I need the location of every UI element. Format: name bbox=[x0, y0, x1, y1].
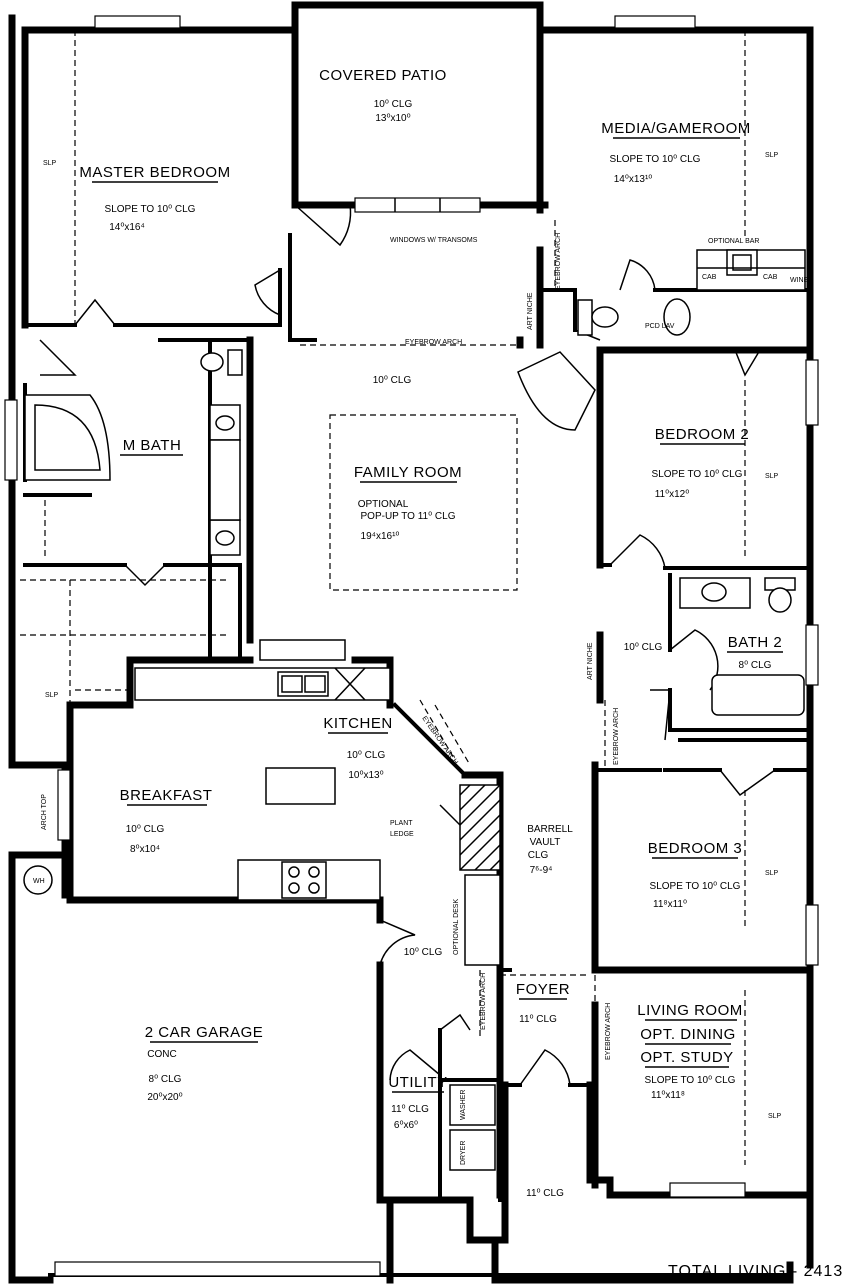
family-room-optional: OPTIONAL bbox=[358, 499, 409, 510]
bedroom-2-size: 11⁰x12⁰ bbox=[655, 489, 690, 500]
bath-2-clg: 8⁰ CLG bbox=[739, 660, 772, 671]
hatch bbox=[459, 784, 501, 871]
utility-name: UTILITY bbox=[388, 1074, 447, 1091]
barrell-vault-size: 7⁶-9⁴ bbox=[530, 865, 553, 876]
living-room-clg: SLOPE TO 10⁰ CLG bbox=[645, 1075, 736, 1086]
plant-ledge-note-1: PLANT bbox=[390, 820, 413, 827]
living-room-alt2: OPT. STUDY bbox=[640, 1049, 733, 1066]
eyebrow-arch-kitchen: EYEBROW ARCH bbox=[420, 715, 459, 766]
bedroom-3-clg: SLOPE TO 10⁰ CLG bbox=[650, 881, 741, 892]
family-room-name: FAMILY ROOM bbox=[354, 464, 462, 481]
family-room-size: 19⁴x16¹⁰ bbox=[361, 531, 400, 542]
art-niche-hall: ART NICHE bbox=[587, 642, 594, 680]
master-bedroom-size: 14⁰x16⁴ bbox=[109, 222, 145, 233]
master-bedroom-name: MASTER BEDROOM bbox=[79, 164, 230, 181]
windows-transoms-note: WINDOWS W/ TRANSOMS bbox=[390, 237, 478, 244]
media-gameroom-name: MEDIA/GAMEROOM bbox=[601, 120, 751, 137]
plant-ledge-note-2: LEDGE bbox=[390, 831, 414, 838]
washer-note: WASHER bbox=[460, 1090, 467, 1120]
eyebrow-arch-foyer-left: EYEBROW ARCH bbox=[480, 973, 487, 1030]
garage-door-clg: 10⁰ CLG bbox=[404, 947, 443, 958]
barrell-vault-line3: CLG bbox=[528, 850, 549, 861]
fixtures bbox=[23, 249, 806, 1171]
living-room-name: LIVING ROOM bbox=[637, 1002, 743, 1019]
doors bbox=[39, 204, 776, 1086]
slp-master: SLP bbox=[43, 160, 57, 167]
family-room-popup: POP-UP TO 11⁰ CLG bbox=[361, 511, 456, 522]
breakfast-clg: 10⁰ CLG bbox=[126, 824, 165, 835]
kitchen-clg: 10⁰ CLG bbox=[347, 750, 386, 761]
optional-bar-note: OPTIONAL BAR bbox=[708, 238, 759, 245]
eyebrow-arch-hall: EYEBROW ARCH bbox=[613, 708, 620, 765]
kitchen-name: KITCHEN bbox=[323, 715, 392, 732]
eyebrow-arch-media: EYEBROW ARCH bbox=[555, 233, 562, 290]
garage-size: 20⁰x20⁰ bbox=[147, 1092, 182, 1103]
covered-patio-size: 13⁰x10⁰ bbox=[375, 113, 410, 124]
wine-note: WINE bbox=[790, 277, 809, 284]
hall-clg: 10⁰ CLG bbox=[624, 642, 663, 653]
optional-desk-note: OPTIONAL DESK bbox=[453, 899, 460, 955]
slp-bed3: SLP bbox=[765, 870, 779, 877]
bedroom-2-clg: SLOPE TO 10⁰ CLG bbox=[652, 469, 743, 480]
garage-floor: CONC bbox=[147, 1049, 176, 1060]
master-bedroom-clg: SLOPE TO 10⁰ CLG bbox=[105, 204, 196, 215]
room-labels: COVERED PATIO 10⁰ CLG 13⁰x10⁰ MASTER BED… bbox=[79, 67, 783, 1199]
slp-living: SLP bbox=[768, 1113, 782, 1120]
bedroom-3-size: 11⁸x11⁰ bbox=[653, 899, 687, 910]
entry-clg: 11⁰ CLG bbox=[526, 1188, 564, 1199]
dryer-note: DRYER bbox=[460, 1141, 467, 1165]
breakfast-name: BREAKFAST bbox=[120, 787, 213, 804]
wh-note: WH bbox=[33, 878, 45, 885]
utility-clg: 11⁰ CLG bbox=[391, 1104, 429, 1115]
eyebrow-arch-foyer-right: EYEBROW ARCH bbox=[605, 1003, 612, 1060]
slp-hall: SLP bbox=[45, 692, 59, 699]
living-room-size: 11⁰x11⁸ bbox=[651, 1090, 685, 1101]
bedroom-2-name: BEDROOM 2 bbox=[655, 426, 750, 443]
cab-right-note: CAB bbox=[763, 274, 778, 281]
garage-name: 2 CAR GARAGE bbox=[145, 1024, 264, 1041]
bedroom-3-name: BEDROOM 3 bbox=[648, 840, 743, 857]
slp-media: SLP bbox=[765, 152, 779, 159]
cab-left-note: CAB bbox=[702, 274, 717, 281]
m-bath-name: M BATH bbox=[123, 437, 182, 454]
breakfast-size: 8⁰x10⁴ bbox=[130, 844, 160, 855]
pcd-lav-note: PCD LAV bbox=[645, 323, 675, 330]
bath-2-name: BATH 2 bbox=[728, 634, 782, 651]
kitchen-size: 10⁰x13⁰ bbox=[348, 770, 383, 781]
windows bbox=[4, 15, 819, 1277]
living-room-alt1: OPT. DINING bbox=[640, 1026, 736, 1043]
eyebrow-arch-top-note: EYEBROW ARCH bbox=[405, 339, 462, 346]
barrell-vault-line1: BARRELL bbox=[527, 824, 573, 835]
media-gameroom-clg: SLOPE TO 10⁰ CLG bbox=[610, 154, 701, 165]
foyer-clg: 11⁰ CLG bbox=[519, 1014, 557, 1025]
arch-top-note: ARCH TOP bbox=[41, 794, 48, 830]
covered-patio-name: COVERED PATIO bbox=[319, 67, 447, 84]
barrell-vault-line2: VAULT bbox=[530, 837, 561, 848]
covered-patio-clg: 10⁰ CLG bbox=[374, 99, 413, 110]
garage-clg: 8⁰ CLG bbox=[149, 1074, 182, 1085]
slp-bed2: SLP bbox=[765, 473, 779, 480]
media-gameroom-size: 14⁰x13¹⁰ bbox=[614, 174, 653, 185]
total-living-label: TOTAL LIVING - 2413 bbox=[668, 1263, 843, 1280]
art-niche-top: ART NICHE bbox=[527, 292, 534, 330]
family-room-clg: 10⁰ CLG bbox=[373, 375, 412, 386]
utility-size: 6⁰x6⁰ bbox=[394, 1120, 418, 1131]
foyer-name: FOYER bbox=[516, 981, 570, 998]
